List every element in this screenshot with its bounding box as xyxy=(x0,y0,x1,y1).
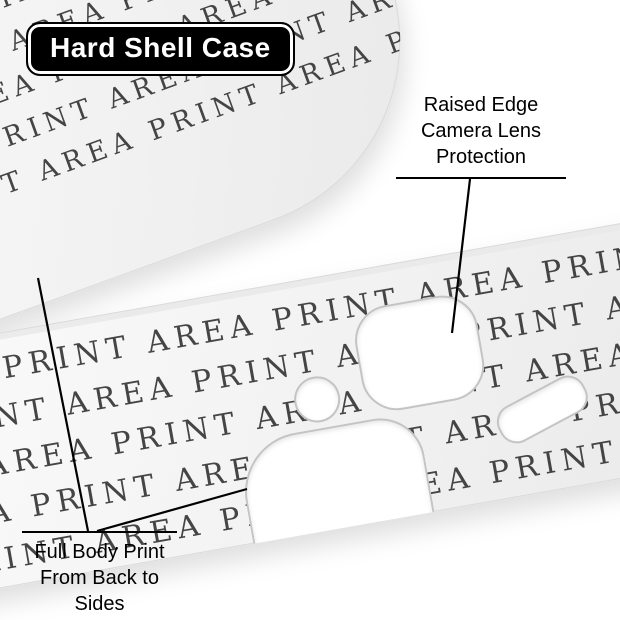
callout-text-line: Sides xyxy=(74,593,125,615)
callout-underline xyxy=(396,177,566,179)
callout-text-line: Raised Edge xyxy=(423,94,539,116)
callout-text-line: Camera Lens xyxy=(420,120,542,142)
callout-text-line: Full Body Print xyxy=(34,541,165,563)
full-body-print-callout: Full Body Print From Back to Sides xyxy=(22,531,177,617)
camera-protection-callout: Raised Edge Camera Lens Protection xyxy=(396,92,566,179)
callout-text-line: From Back to xyxy=(40,567,159,589)
badge-label: Hard Shell Case xyxy=(50,32,271,63)
hard-shell-case-badge: Hard Shell Case xyxy=(26,22,295,76)
callout-text-line: Protection xyxy=(435,146,527,168)
